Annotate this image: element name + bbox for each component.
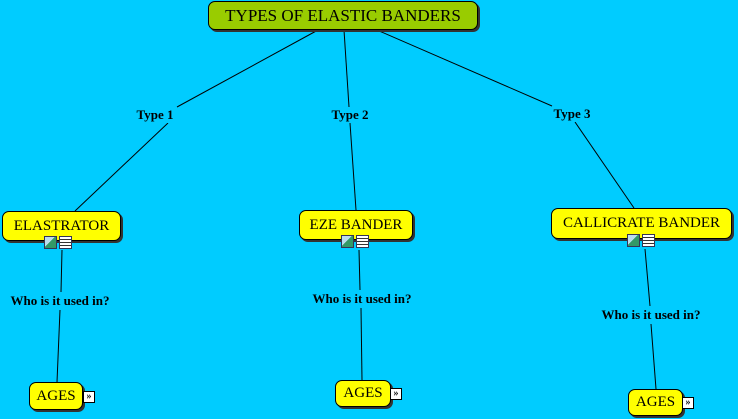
link-type-3[interactable]: Type 3 [552, 106, 592, 122]
document-resource-icon[interactable] [59, 236, 72, 249]
link-type-2[interactable]: Type 2 [330, 107, 370, 123]
nested-map-icon[interactable]: » [83, 391, 95, 403]
root-concept[interactable]: TYPES OF ELASTIC BANDERS [208, 1, 478, 30]
link-used-in-1[interactable]: Who is it used in? [9, 293, 111, 309]
image-resource-icon[interactable] [341, 235, 354, 248]
link-used-in-3[interactable]: Who is it used in? [600, 307, 702, 323]
concept-ages-1[interactable]: AGES [29, 382, 83, 410]
document-resource-icon[interactable] [356, 235, 369, 248]
image-resource-icon[interactable] [44, 236, 57, 249]
concept-callicrate-bander[interactable]: CALLICRATE BANDER [551, 208, 732, 239]
nested-map-icon[interactable]: » [682, 397, 694, 409]
concept-ages-3[interactable]: AGES [628, 389, 683, 416]
document-resource-icon[interactable] [642, 234, 655, 247]
link-type-1[interactable]: Type 1 [135, 107, 175, 123]
image-resource-icon[interactable] [627, 234, 640, 247]
nested-map-icon[interactable]: » [390, 388, 402, 400]
link-used-in-2[interactable]: Who is it used in? [311, 291, 413, 307]
concept-ages-2[interactable]: AGES [335, 380, 391, 407]
